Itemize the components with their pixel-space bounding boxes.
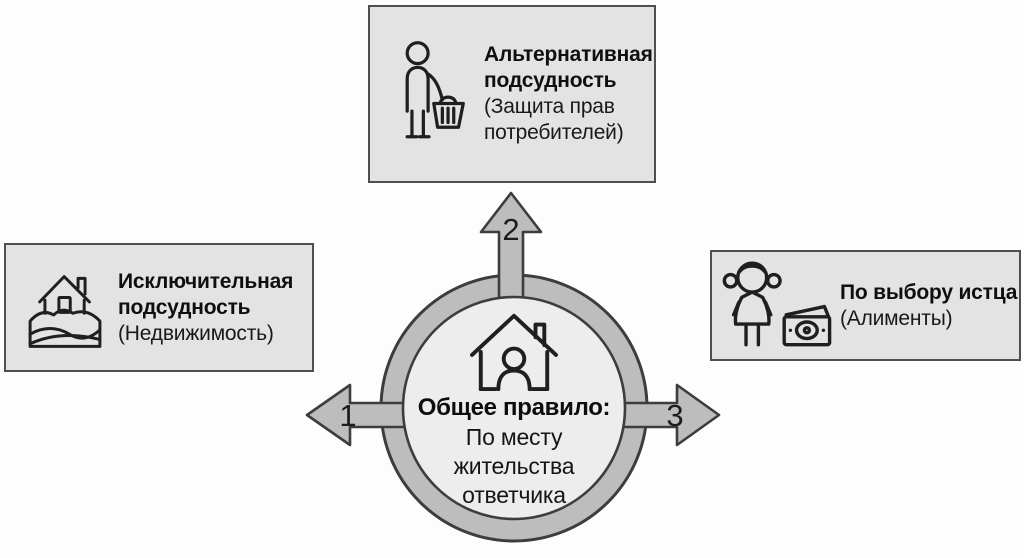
hub-ring-and-arrows: 2 1 3 [305,191,721,543]
box-right-title: По выбору истца [840,280,1018,304]
box-top-subtitle: (Защита прав потребителей) [484,95,624,144]
shopper-basket-icon [405,41,465,139]
girl-money-icon [722,261,832,347]
hub-subtitle: По месту жительства ответчика [453,423,575,508]
box-right-subtitle: (Алименты) [840,306,953,330]
box-left-subtitle: (Недвижимость) [118,321,274,345]
hub-title: Общее правило: [417,393,611,421]
arrow-number-2: 2 [502,212,519,247]
box-top-title: Альтернативная подсудность [484,43,653,92]
box-alternative-jurisdiction: Альтернативная подсудность (Защита прав … [368,5,656,183]
hub-general-rule: Общее правило: По месту жительства ответ… [404,298,624,518]
arrow-number-3: 3 [666,398,683,433]
box-left-title: Исключительная подсудность [118,269,294,319]
arrow-number-1: 1 [339,398,356,433]
box-plaintiff-choice: По выбору истца (Алименты) [710,250,1021,361]
house-land-icon [28,274,102,348]
box-exclusive-jurisdiction: Исключительная подсудность (Недвижимость… [4,243,314,372]
house-person-icon [470,313,558,391]
